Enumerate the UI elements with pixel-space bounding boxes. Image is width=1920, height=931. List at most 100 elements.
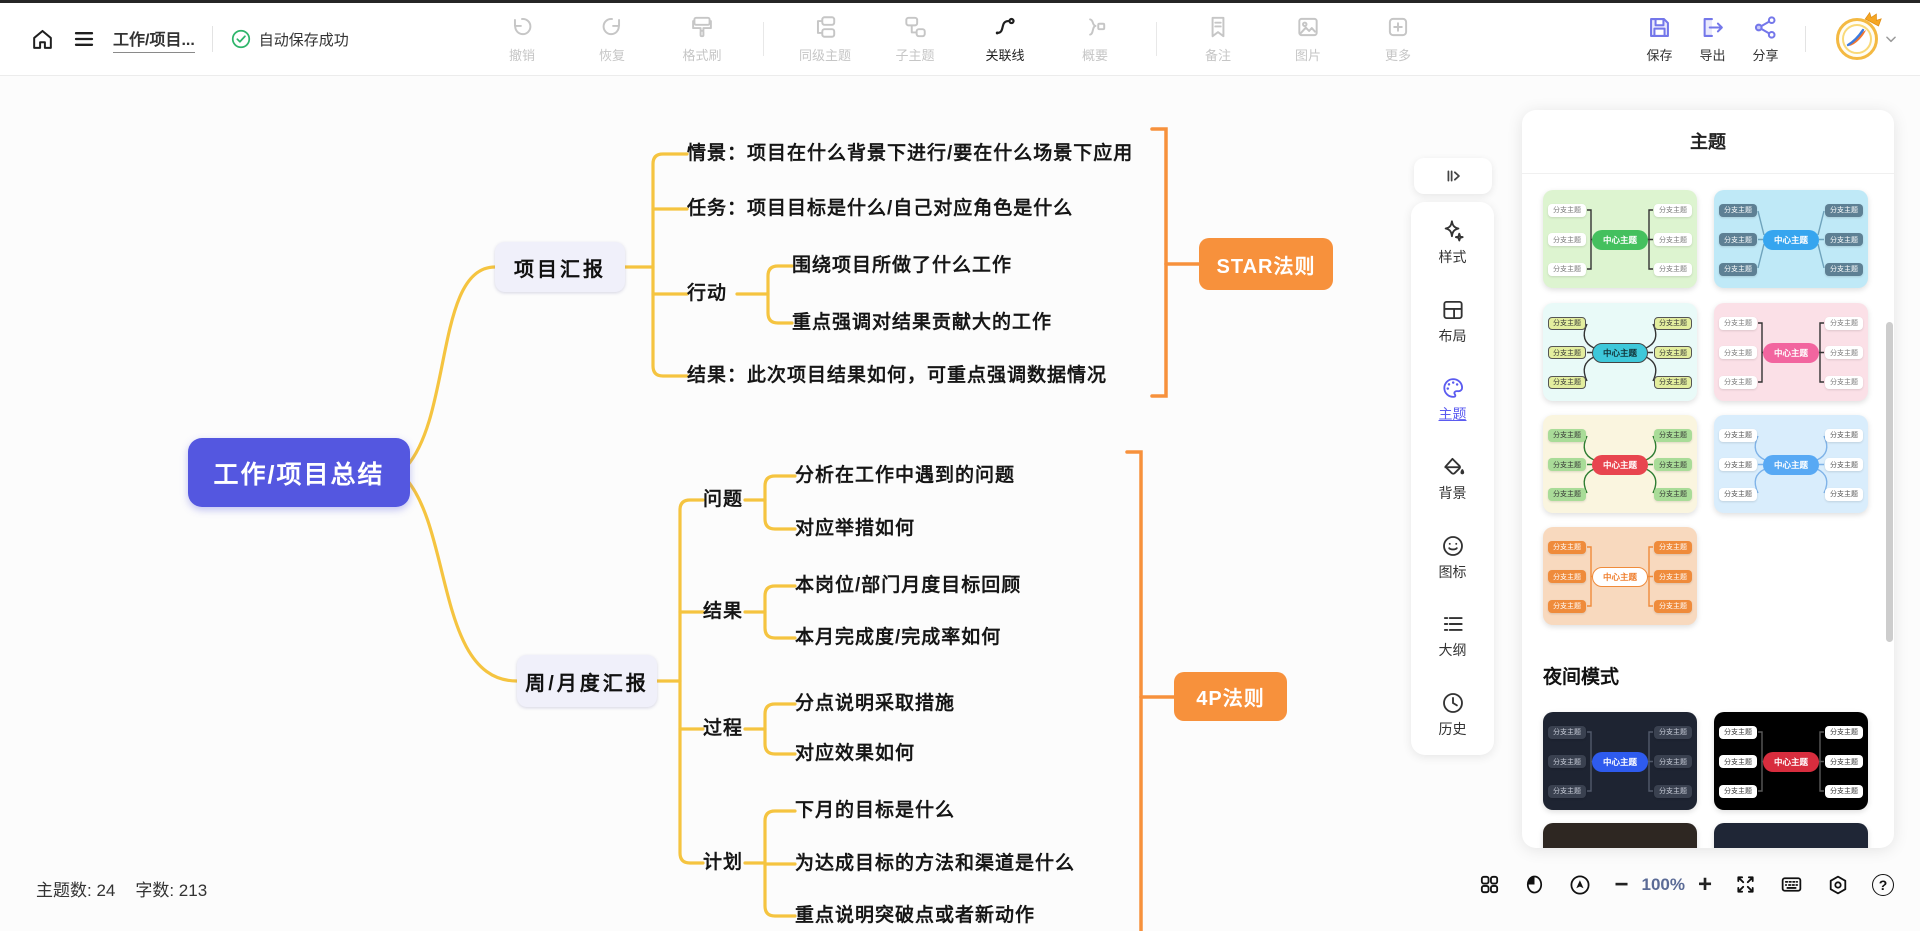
image-button[interactable]: 图片 xyxy=(1276,14,1340,64)
settings-button[interactable] xyxy=(1826,873,1850,897)
theme-card[interactable]: 分支主题分支主题分支主题分支主题分支主题分支主题中心主题 xyxy=(1714,712,1868,810)
redo-button[interactable]: 恢复 xyxy=(580,14,644,64)
layout-icon xyxy=(1442,300,1463,319)
topic-problem-child-1[interactable]: 分析在工作中遇到的问题 xyxy=(795,465,1016,486)
sibling-topic-button[interactable]: 同级主题 xyxy=(793,14,857,64)
mouse-mode-button[interactable] xyxy=(1523,873,1546,896)
theme-card-partial[interactable] xyxy=(1714,823,1868,848)
theme-card-branch-node: 分支主题 xyxy=(1654,375,1692,389)
document-title[interactable]: 工作/项目... xyxy=(113,26,195,53)
theme-card[interactable]: 分支主题分支主题分支主题分支主题分支主题分支主题中心主题 xyxy=(1543,527,1697,625)
theme-card[interactable]: 分支主题分支主题分支主题分支主题分支主题分支主题中心主题 xyxy=(1714,303,1868,401)
theme-card-branch-node: 分支主题 xyxy=(1654,233,1692,246)
theme-card-branch-node: 分支主题 xyxy=(1825,262,1863,276)
topic-process-child-2[interactable]: 对应效果如何 xyxy=(795,743,916,764)
topic-action[interactable]: 行动 xyxy=(687,283,728,304)
more-button[interactable]: 更多 xyxy=(1366,14,1430,64)
sidebar-item-style[interactable]: 样式 xyxy=(1439,218,1467,267)
theme-card-branch-node: 分支主题 xyxy=(1825,784,1863,798)
theme-card-branch-node: 分支主题 xyxy=(1825,233,1863,246)
top-toolbar: 工作/项目... 自动保存成功 撤销 恢复 格式刷 同级主题 子主题 xyxy=(0,3,1920,76)
collapse-panel-button[interactable] xyxy=(1414,158,1492,194)
theme-card[interactable]: 分支主题分支主题分支主题分支主题分支主题分支主题中心主题 xyxy=(1714,415,1868,513)
help-button[interactable]: ? xyxy=(1872,873,1894,896)
toolbar-divider xyxy=(1805,26,1806,52)
format-painter-button[interactable]: 格式刷 xyxy=(670,14,734,64)
mindmap-connector-lines xyxy=(405,127,1201,931)
hamburger-icon xyxy=(74,32,94,46)
child-topic-button[interactable]: 子主题 xyxy=(883,14,947,64)
summary-star-rule[interactable]: STAR法则 xyxy=(1199,238,1333,290)
theme-card-branch-node: 分支主题 xyxy=(1654,428,1692,442)
save-button[interactable]: 保存 xyxy=(1646,14,1673,64)
topic-plan-child-2[interactable]: 为达成目标的方法和渠道是什么 xyxy=(795,853,1076,874)
chevron-down-icon[interactable] xyxy=(1884,32,1898,46)
sidebar-item-history[interactable]: 历史 xyxy=(1439,690,1467,739)
mouse-icon xyxy=(1527,875,1543,894)
theme-panel-title: 主题 xyxy=(1522,110,1894,174)
menu-button[interactable] xyxy=(72,27,96,51)
theme-card-branch-node: 分支主题 xyxy=(1719,487,1757,501)
account-menu[interactable] xyxy=(1836,11,1898,60)
export-icon xyxy=(1703,18,1723,37)
panel-scrollbar[interactable] xyxy=(1886,322,1893,642)
theme-card[interactable]: 分支主题分支主题分支主题分支主题分支主题分支主题中心主题 xyxy=(1543,190,1697,288)
topic-situation[interactable]: 情景：项目在什么背景下进行/要在什么场景下应用 xyxy=(687,143,1134,164)
topic-problem[interactable]: 问题 xyxy=(703,489,744,510)
topic-plan-child-1[interactable]: 下月的目标是什么 xyxy=(795,800,956,821)
topic-process[interactable]: 过程 xyxy=(703,718,744,739)
export-label: 导出 xyxy=(1699,48,1726,63)
minimap-button[interactable] xyxy=(1478,873,1501,896)
redo-icon xyxy=(602,18,621,36)
topic-plan-child-3[interactable]: 重点说明突破点或者新动作 xyxy=(795,905,1036,926)
note-button[interactable]: 备注 xyxy=(1186,14,1250,64)
topic-result-star[interactable]: 结果：此次项目结果如何，可重点强调数据情况 xyxy=(687,365,1108,386)
share-button[interactable]: 分享 xyxy=(1752,14,1779,64)
style-label: 样式 xyxy=(1438,249,1467,265)
central-topic[interactable]: 工作/项目总结 xyxy=(188,438,410,507)
sidebar-item-icons[interactable]: 图标 xyxy=(1439,533,1467,582)
sidebar-item-theme[interactable]: 主题 xyxy=(1439,375,1467,424)
theme-card[interactable]: 分支主题分支主题分支主题分支主题分支主题分支主题中心主题 xyxy=(1543,415,1697,513)
summary-4p-rule[interactable]: 4P法则 xyxy=(1174,672,1287,721)
theme-card-branch-node: 分支主题 xyxy=(1654,203,1692,217)
undo-label: 撤销 xyxy=(508,48,535,63)
topic-action-child-2[interactable]: 重点强调对结果贡献大的工作 xyxy=(792,312,1053,333)
sidebar-item-outline[interactable]: 大纲 xyxy=(1439,611,1467,660)
topic-result-child-2[interactable]: 本月完成度/完成率如何 xyxy=(795,627,1002,648)
shortcuts-button[interactable] xyxy=(1779,872,1804,897)
theme-card-lines xyxy=(1758,322,1824,383)
undo-button[interactable]: 撤销 xyxy=(490,14,554,64)
summary-label: 概要 xyxy=(1081,48,1108,63)
theme-card-branch-node: 分支主题 xyxy=(1548,233,1586,246)
theme-card[interactable]: 分支主题分支主题分支主题分支主题分支主题分支主题中心主题 xyxy=(1543,712,1697,810)
relation-line-button[interactable]: 关联线 xyxy=(973,14,1037,64)
fullscreen-button[interactable] xyxy=(1734,873,1757,896)
undo-icon xyxy=(513,18,532,36)
topic-result-child-1[interactable]: 本岗位/部门月度目标回顾 xyxy=(795,575,1022,596)
topic-plan[interactable]: 计划 xyxy=(703,852,744,873)
home-button[interactable] xyxy=(30,27,55,52)
topic-problem-child-2[interactable]: 对应举措如何 xyxy=(795,518,916,539)
sidebar-item-background[interactable]: 背景 xyxy=(1439,454,1467,503)
topic-action-child-1[interactable]: 围绕项目所做了什么工作 xyxy=(792,255,1013,276)
theme-card-branch-node: 分支主题 xyxy=(1719,203,1757,217)
theme-card-partial[interactable] xyxy=(1543,823,1697,848)
zoom-out-button[interactable]: − xyxy=(1614,870,1629,898)
user-avatar[interactable] xyxy=(1836,11,1882,60)
topic-result[interactable]: 结果 xyxy=(703,601,744,622)
locate-center-button[interactable] xyxy=(1568,873,1592,897)
theme-card-center-node: 中心主题 xyxy=(1592,229,1648,250)
theme-card-branch-node: 分支主题 xyxy=(1548,458,1586,471)
theme-card[interactable]: 分支主题分支主题分支主题分支主题分支主题分支主题中心主题 xyxy=(1714,190,1868,288)
topic-task[interactable]: 任务：项目目标是什么/自己对应角色是什么 xyxy=(687,198,1074,219)
zoom-in-button[interactable]: + xyxy=(1697,870,1712,898)
branch-topic-project-report[interactable]: 项目汇报 xyxy=(495,242,625,292)
theme-panel: 主题 分支主题分支主题分支主题分支主题分支主题分支主题中心主题分支主题分支主题分… xyxy=(1522,110,1894,848)
branch-topic-weekly-report[interactable]: 周/月度汇报 xyxy=(517,655,657,707)
topic-process-child-1[interactable]: 分点说明采取措施 xyxy=(795,693,956,714)
sidebar-item-layout[interactable]: 布局 xyxy=(1439,297,1467,346)
summary-button[interactable]: 概要 xyxy=(1063,14,1127,64)
export-button[interactable]: 导出 xyxy=(1699,14,1726,64)
theme-card[interactable]: 分支主题分支主题分支主题分支主题分支主题分支主题中心主题 xyxy=(1543,303,1697,401)
